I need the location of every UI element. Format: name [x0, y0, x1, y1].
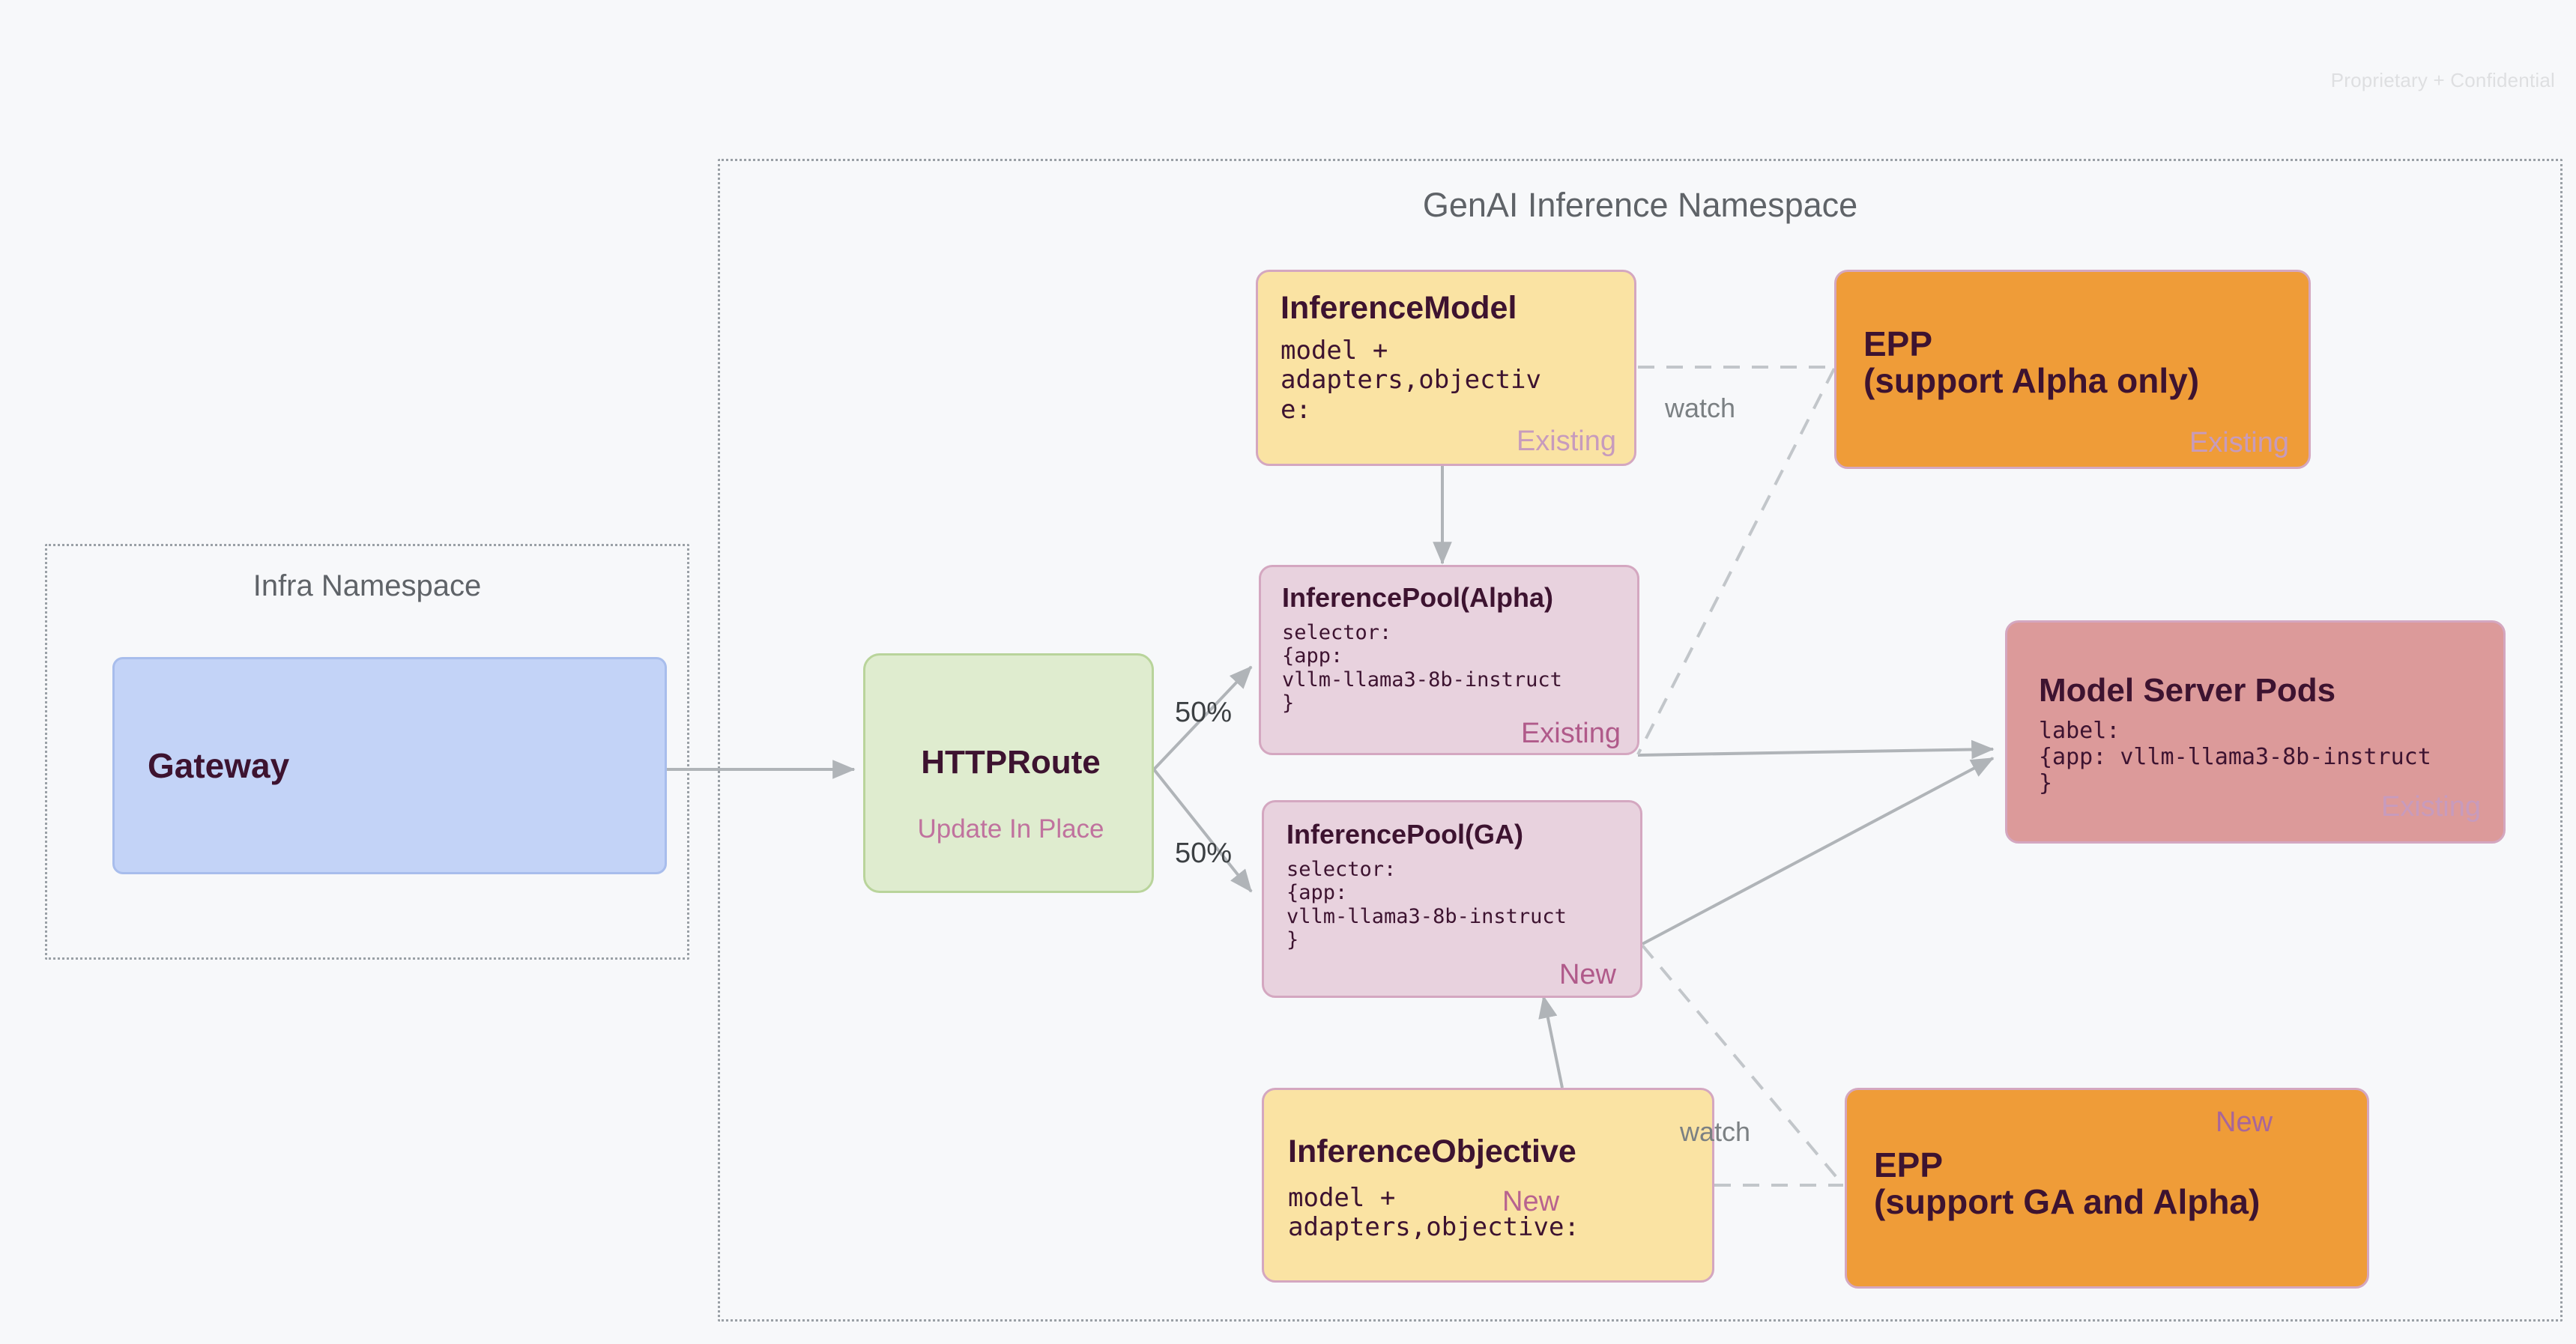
gateway-title: Gateway — [148, 746, 290, 785]
inference-pool-alpha-title: InferencePool(Alpha) — [1282, 582, 1554, 613]
node-epp-alpha[interactable]: EPP (support Alpha only) Existing — [1834, 270, 2311, 469]
inference-pool-ga-status-badge: New — [1558, 959, 1616, 990]
inference-pool-ga-title: InferencePool(GA) — [1287, 819, 1524, 850]
inference-objective-title: InferenceObjective — [1288, 1133, 1576, 1169]
inference-pool-alpha-status-badge: Existing — [1520, 718, 1621, 749]
node-inference-pool-alpha[interactable]: InferencePool(Alpha) selector: {app: vll… — [1259, 565, 1639, 755]
node-inference-model[interactable]: InferenceModel model + adapters,objectiv… — [1256, 270, 1636, 466]
infra-namespace-title: Infra Namespace — [253, 569, 482, 602]
edge-label-split-ga: 50% — [1175, 838, 1233, 869]
infra-namespace-container — [45, 544, 689, 960]
node-inference-pool-ga[interactable]: InferencePool(GA) selector: {app: vllm-l… — [1262, 800, 1642, 998]
model-server-pods-status-badge: Existing — [2380, 791, 2481, 823]
model-server-pods-body: label: {app: vllm-llama3-8b-instruct } — [2039, 718, 2431, 796]
node-httproute[interactable]: HTTPRoute Update In Place — [863, 653, 1154, 893]
epp-alpha-title: EPP (support Alpha only) — [1863, 324, 2200, 400]
model-server-pods-title: Model Server Pods — [2039, 672, 2336, 709]
edge-label-watch-ga: watch — [1680, 1116, 1751, 1147]
genai-namespace-container — [718, 159, 2563, 1322]
inference-model-title: InferenceModel — [1281, 290, 1517, 326]
epp-ga-title: EPP (support GA and Alpha) — [1874, 1145, 2261, 1221]
epp-ga-status-badge: New — [2216, 1107, 2273, 1138]
edge-label-split-alpha: 50% — [1175, 697, 1233, 728]
inference-objective-body: model + adapters,objective: — [1288, 1183, 1579, 1243]
edge-label-watch-alpha: watch — [1665, 393, 1736, 423]
genai-namespace-title: GenAI Inference Namespace — [1422, 186, 1858, 224]
node-inference-objective[interactable]: InferenceObjective model + adapters,obje… — [1262, 1088, 1714, 1283]
inference-objective-status-badge: New — [1502, 1186, 1560, 1217]
inference-model-body: model + adapters,objectiv e: — [1281, 336, 1541, 425]
node-epp-ga[interactable]: EPP (support GA and Alpha) New — [1845, 1088, 2369, 1289]
inference-pool-ga-body: selector: {app: vllm-llama3-8b-instruct … — [1287, 858, 1567, 951]
confidential-notice: Proprietary + Confidential — [2330, 69, 2555, 91]
node-gateway[interactable]: Gateway — [112, 657, 667, 874]
node-model-server-pods[interactable]: Model Server Pods label: {app: vllm-llam… — [2005, 620, 2506, 844]
httproute-subtitle: Update In Place — [917, 814, 1104, 844]
epp-alpha-status-badge: Existing — [2189, 427, 2289, 458]
inference-model-status-badge: Existing — [1516, 426, 1616, 457]
inference-pool-alpha-body: selector: {app: vllm-llama3-8b-instruct … — [1282, 621, 1562, 715]
httproute-title: HTTPRoute — [921, 744, 1101, 781]
